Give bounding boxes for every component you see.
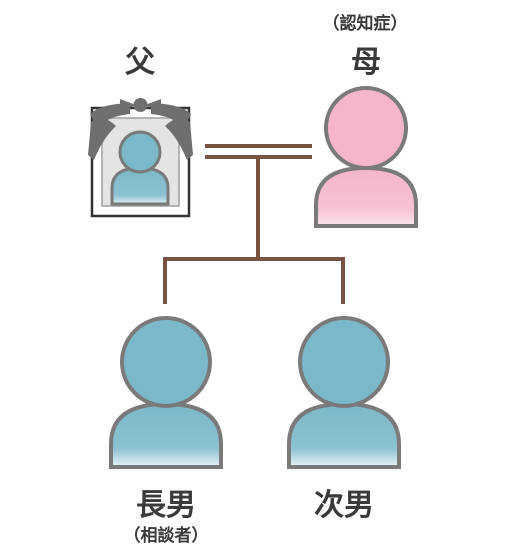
eldest-son-person-icon (109, 316, 223, 469)
mother-note: （認知症） (322, 14, 408, 34)
eldest-son-note: （相談者） (123, 526, 209, 546)
father-label: 父 (125, 45, 155, 80)
mother-person-icon (314, 86, 418, 228)
mourning-ribbon-icon (88, 98, 193, 160)
descent-lines (163, 157, 345, 304)
mother-label: 母 (351, 45, 381, 80)
father-person-icon (110, 130, 170, 206)
second-son-label: 次男 (314, 488, 374, 523)
eldest-son-label: 長男 (136, 488, 196, 523)
father-memorial-portrait (88, 98, 193, 218)
second-son-person-icon (287, 316, 401, 469)
marriage-line (205, 144, 312, 159)
